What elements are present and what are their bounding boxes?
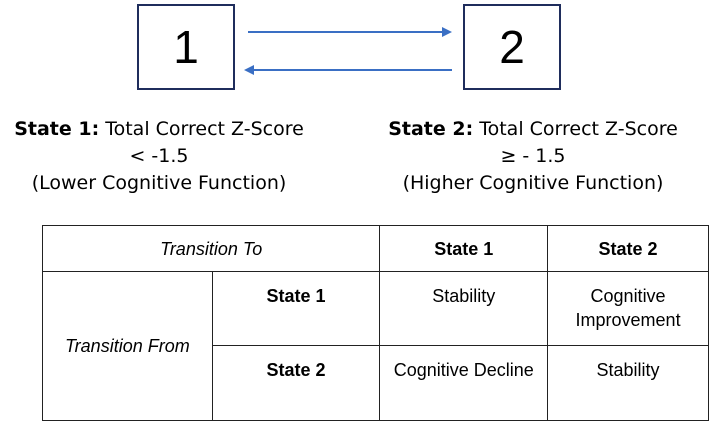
state-1-meaning: (Lower Cognitive Function) — [31, 172, 287, 194]
cell-state1-to-state2: Cognitive Improvement — [547, 271, 709, 346]
transition-from-header: Transition From — [42, 271, 213, 421]
col-header-state-1: State 1 — [379, 225, 549, 272]
state-1-box-label: 1 — [173, 21, 199, 73]
row-header-state-1: State 1 — [211, 271, 381, 346]
state-1-box: 1 — [137, 4, 235, 90]
transition-arrows — [244, 27, 452, 75]
cell-state1-to-state1: Stability — [379, 271, 549, 346]
state-2-title-line: State 2: Total Correct Z-Score — [368, 116, 698, 143]
table-row: State 2 Cognitive Decline Stability — [43, 345, 709, 421]
state-2-title: State 2: — [388, 118, 474, 140]
state-2-criterion: Total Correct Z-Score — [479, 118, 678, 140]
col-header-state-2: State 2 — [547, 225, 709, 272]
state-2-box-label: 2 — [499, 21, 525, 73]
state-1-description: State 1: Total Correct Z-Score < -1.5 (L… — [0, 116, 318, 197]
row-header-state-2: State 2 — [211, 345, 381, 421]
state-2-description: State 2: Total Correct Z-Score ≥ - 1.5 (… — [368, 116, 698, 197]
cell-state2-to-state2: Stability — [547, 345, 709, 421]
table-row: Transition From State 1 Stability Cognit… — [42, 271, 709, 421]
state-1-threshold: < -1.5 — [129, 145, 189, 167]
state-1-criterion: Total Correct Z-Score — [105, 118, 304, 140]
transition-to-header: Transition To — [41, 225, 381, 272]
table-header-row: Transition To State 1 State 2 — [41, 225, 709, 272]
state-2-box: 2 — [463, 4, 561, 90]
transition-table: Transition To State 1 State 2 Transition… — [41, 225, 709, 421]
state-1-title: State 1: — [14, 118, 100, 140]
cell-state2-to-state1: Cognitive Decline — [379, 345, 549, 421]
state-1-title-line: State 1: Total Correct Z-Score — [0, 116, 318, 143]
state-2-threshold: ≥ - 1.5 — [500, 145, 566, 167]
state-2-meaning: (Higher Cognitive Function) — [402, 172, 664, 194]
